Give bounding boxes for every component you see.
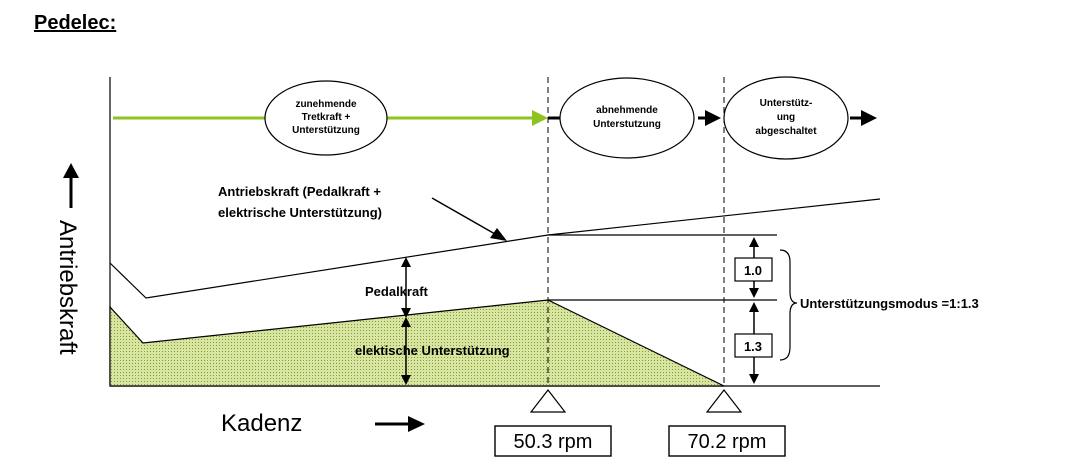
phase-ellipse-2 bbox=[559, 77, 695, 159]
ratio-lower-arrow-top bbox=[749, 302, 759, 312]
marker-triangle-50 bbox=[529, 389, 567, 413]
rpm-label-1: 50.3 rpm bbox=[514, 431, 593, 453]
phase-2-line2: Unterstutzung bbox=[593, 119, 661, 130]
rpm-box-1 bbox=[494, 425, 612, 457]
drive-force-pointer-head bbox=[490, 228, 507, 241]
phase-3-line2: ung bbox=[777, 112, 795, 123]
phase-2-line1: abnehmende bbox=[596, 105, 658, 116]
support-mode-label: Unterstützungsmodus =1:1.3 bbox=[800, 296, 979, 311]
phase-1-line1: zunehmende bbox=[295, 99, 357, 110]
x-axis-label: Kadenz bbox=[221, 410, 302, 437]
electric-support-arrow-top bbox=[401, 317, 411, 327]
phase-1-line2: Tretkraft + bbox=[302, 112, 351, 123]
rpm-box-2 bbox=[668, 425, 786, 457]
ratio-lower-box bbox=[734, 333, 773, 358]
drive-force-label-line1: Antriebskraft (Pedalkraft + bbox=[218, 184, 381, 199]
phase-1-line3: Unterstützung bbox=[292, 125, 360, 136]
electric-support-area bbox=[109, 299, 725, 387]
phase-3-line3: abgeschaltet bbox=[755, 126, 817, 137]
pedal-force-label: Pedalkraft bbox=[365, 284, 429, 299]
rpm-label-2: 70.2 rpm bbox=[688, 431, 767, 453]
ratio-upper-box bbox=[734, 257, 773, 282]
electric-support-arrow-bottom bbox=[401, 375, 411, 385]
pedal-force-arrow-top bbox=[401, 257, 411, 267]
support-mode-brace bbox=[779, 249, 798, 361]
drive-force-pointer bbox=[431, 197, 503, 239]
y-axis-arrow-head bbox=[63, 163, 79, 178]
phase-ellipse-1 bbox=[264, 80, 388, 156]
flow-arrowhead-1 bbox=[705, 110, 721, 126]
phase-ellipse-3 bbox=[723, 76, 849, 160]
flow-arrowhead-2 bbox=[861, 110, 877, 126]
ratio-upper-arrow-bottom bbox=[749, 288, 759, 298]
ratio-lower-value: 1.3 bbox=[744, 339, 762, 354]
ratio-lower-arrow-bottom bbox=[749, 374, 759, 384]
ratio-upper-arrow-top bbox=[749, 237, 759, 247]
drive-force-line bbox=[109, 198, 881, 299]
electric-support-label: elektische Unterstützung bbox=[355, 343, 510, 358]
y-axis-label: Antriebskraft bbox=[54, 220, 81, 355]
green-arrowhead bbox=[532, 110, 548, 126]
ratio-upper-value: 1.0 bbox=[744, 263, 762, 278]
x-axis-arrow-head bbox=[408, 416, 425, 432]
page-title: Pedelec: bbox=[34, 12, 116, 34]
phase-3-line1: Unterstütz- bbox=[760, 98, 813, 109]
marker-triangle-70 bbox=[705, 389, 743, 413]
drive-force-label-line2: elektrische Unterstützung) bbox=[218, 205, 382, 220]
pedal-force-arrow-bottom bbox=[401, 308, 411, 318]
